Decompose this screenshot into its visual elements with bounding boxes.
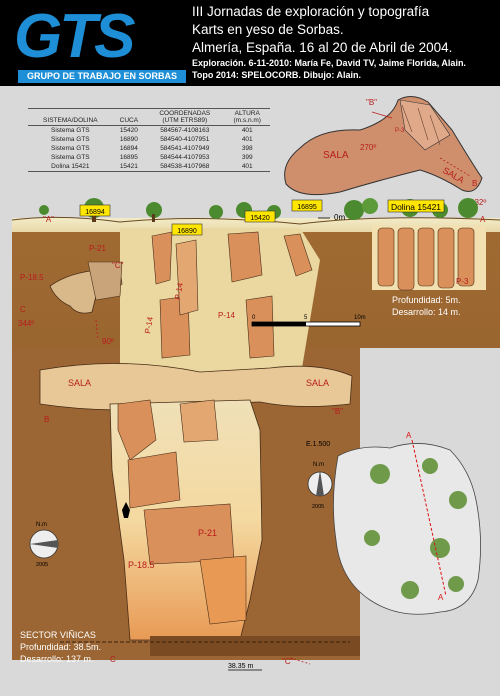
label-b-left: B bbox=[44, 415, 49, 424]
survey-credits: Topo 2014: SPELOCORB. Dibujo: Alain. bbox=[192, 70, 362, 80]
map-section-line bbox=[411, 439, 447, 597]
north-left-year: 2005 bbox=[36, 562, 48, 568]
tag-16890: 16890 bbox=[177, 228, 197, 235]
sector-name: SECTOR VIÑICAS bbox=[20, 630, 96, 640]
coordinates-table: SISTEMA/DOLINA CUCA COORDENADAS(UTM ETRS… bbox=[28, 108, 270, 172]
title-line-2: Karts en yeso de Sorbas. bbox=[192, 22, 344, 37]
section-labels: "A" A 0m P-21 P-14 P-14 P-14 P-3 SALA SA… bbox=[43, 213, 486, 671]
top-plan-view: SALA SALA "B" B 270º 332º P-3 bbox=[284, 96, 486, 207]
label-c-right: "C" bbox=[282, 657, 294, 666]
col-system: SISTEMA/DOLINA bbox=[43, 117, 98, 124]
map-a-bottom: A bbox=[438, 593, 444, 602]
table-header-row: SISTEMA/DOLINA CUCA COORDENADAS(UTM ETRS… bbox=[28, 108, 270, 126]
tag-dolina: Dolina 15421 bbox=[391, 202, 441, 212]
label-p21-low: P-21 bbox=[198, 528, 217, 538]
map-a-top: A bbox=[406, 431, 412, 440]
gts-logo: GTS bbox=[14, 2, 135, 71]
label-a-left: "A" bbox=[43, 215, 54, 224]
plan-sala-label: SALA bbox=[323, 150, 349, 161]
bottom-depth-label: 38.35 m bbox=[228, 663, 253, 670]
col-altitude: ALTURA(m.s.n.m) bbox=[233, 110, 261, 124]
caver-figure bbox=[122, 502, 130, 518]
scale-0: 0 bbox=[252, 315, 256, 321]
label-p3: P-3 bbox=[456, 277, 469, 286]
label-b-mid: "B" bbox=[332, 407, 343, 416]
label-a-right: A bbox=[480, 215, 486, 224]
mini-angle-90: 90º bbox=[102, 337, 114, 346]
exploration-credits: Exploración. 6-11-2010: María Fe, David … bbox=[192, 58, 466, 68]
label-sala-left: SALA bbox=[68, 378, 91, 388]
scale-bar: 0 5 10m bbox=[251, 315, 366, 327]
location-map: E.1.500 A A N.m 2005 bbox=[306, 431, 481, 615]
col-cuca: CUCA bbox=[119, 117, 139, 124]
plan-angle-270: 270º bbox=[360, 143, 376, 152]
plan-p3-label: P-3 bbox=[395, 128, 405, 134]
title-line-3: Almería, España. 16 al 20 de Abril de 20… bbox=[192, 40, 453, 55]
plan-arrow-b bbox=[371, 111, 393, 119]
mini-plan-view: "C" P-18.5 C 344º 90º bbox=[18, 261, 124, 346]
col-coords: COORDENADAS(UTM ETRS89) bbox=[159, 110, 211, 124]
dolina-depth: Profundidad: 5m. bbox=[392, 295, 461, 305]
north-arrow-left: N.m 2005 bbox=[29, 522, 59, 568]
title-line-1: III Jornadas de exploración y topografía bbox=[192, 4, 430, 19]
label-sala-right: SALA bbox=[306, 378, 329, 388]
zero-depth-label: 0m bbox=[334, 213, 345, 222]
north-left-label: N.m bbox=[36, 522, 47, 528]
map-north: N.m bbox=[313, 462, 324, 468]
label-c-left: C bbox=[110, 655, 116, 664]
sector-length: Desarrollo: 137 m. bbox=[20, 654, 94, 664]
cave-tags: 16894 16890 15420 16895 Dolina 15421 bbox=[79, 199, 445, 236]
map-year: 2005 bbox=[312, 504, 324, 510]
plan-point-b-quote: "B" bbox=[366, 98, 377, 107]
mini-c-quote: "C" bbox=[112, 261, 124, 270]
label-p14-a: P-14 bbox=[173, 282, 185, 301]
logo-subtitle: GRUPO DE TRABAJO EN SORBAS bbox=[18, 70, 186, 83]
mini-p185: P-18.5 bbox=[20, 273, 44, 282]
sector-depth: Profundidad: 38.5m. bbox=[20, 642, 102, 652]
tag-15420: 15420 bbox=[250, 215, 270, 222]
label-p185: P-18.5 bbox=[128, 560, 155, 570]
mini-angle-344: 344º bbox=[18, 319, 34, 328]
mini-c: C bbox=[20, 305, 26, 314]
plan-point-b: B bbox=[472, 179, 477, 188]
tag-16895: 16895 bbox=[297, 204, 317, 211]
cross-section bbox=[11, 216, 500, 660]
tag-16894: 16894 bbox=[85, 209, 105, 216]
plan-angle-332: 332º bbox=[470, 198, 486, 207]
scale-10: 10m bbox=[354, 315, 366, 321]
label-p14-c: P-14 bbox=[218, 311, 235, 320]
label-p21-top: P-21 bbox=[89, 244, 106, 253]
label-p14-b: P-14 bbox=[143, 316, 155, 335]
map-scale: E.1.500 bbox=[306, 441, 330, 448]
scale-5: 5 bbox=[304, 315, 308, 321]
header-banner: GTS GRUPO DE TRABAJO EN SORBAS III Jorna… bbox=[0, 0, 500, 86]
dolina-length: Desarrollo: 14 m. bbox=[392, 307, 461, 317]
